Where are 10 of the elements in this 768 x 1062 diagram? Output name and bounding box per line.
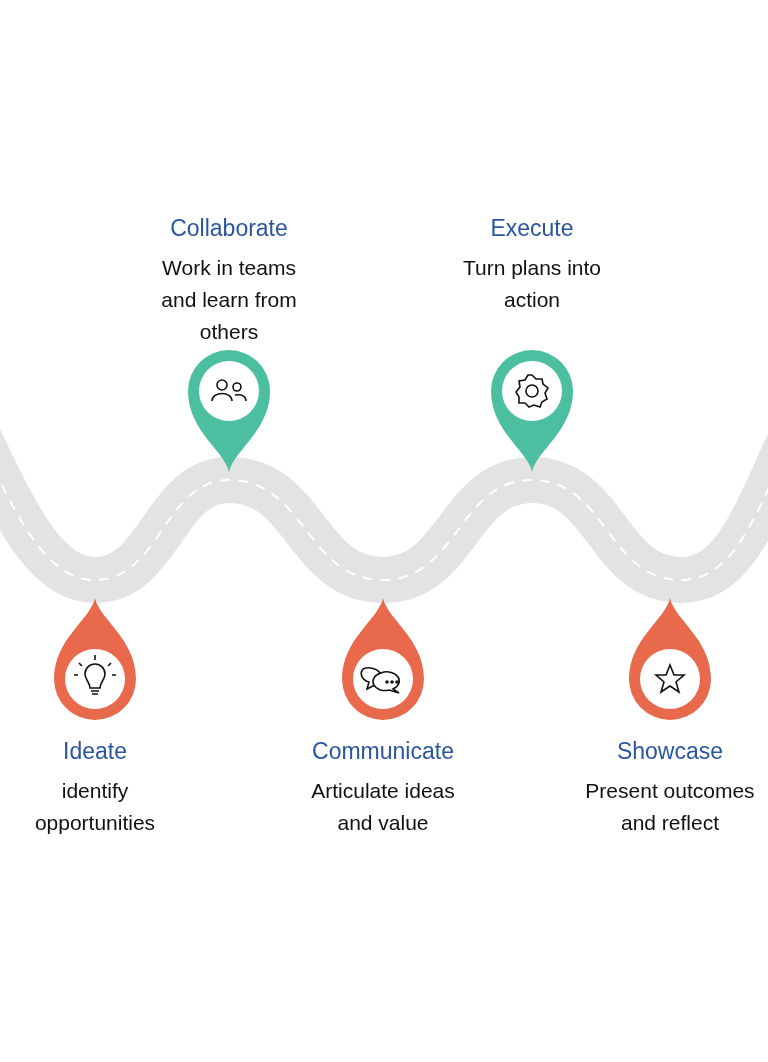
step-description: Turn plans into action <box>461 255 603 313</box>
step-description: Work in teams and learn from others <box>160 255 298 345</box>
step-title: Collaborate <box>170 215 288 242</box>
step-description: Articulate ideas and value <box>310 778 456 836</box>
step-title: Ideate <box>63 738 127 765</box>
step-description: Present outcomes and reflect <box>585 778 755 836</box>
step-description: identify opportunities <box>33 778 157 836</box>
step-title: Execute <box>490 215 574 242</box>
step-title: Communicate <box>312 738 454 765</box>
step-title: Showcase <box>616 738 724 765</box>
